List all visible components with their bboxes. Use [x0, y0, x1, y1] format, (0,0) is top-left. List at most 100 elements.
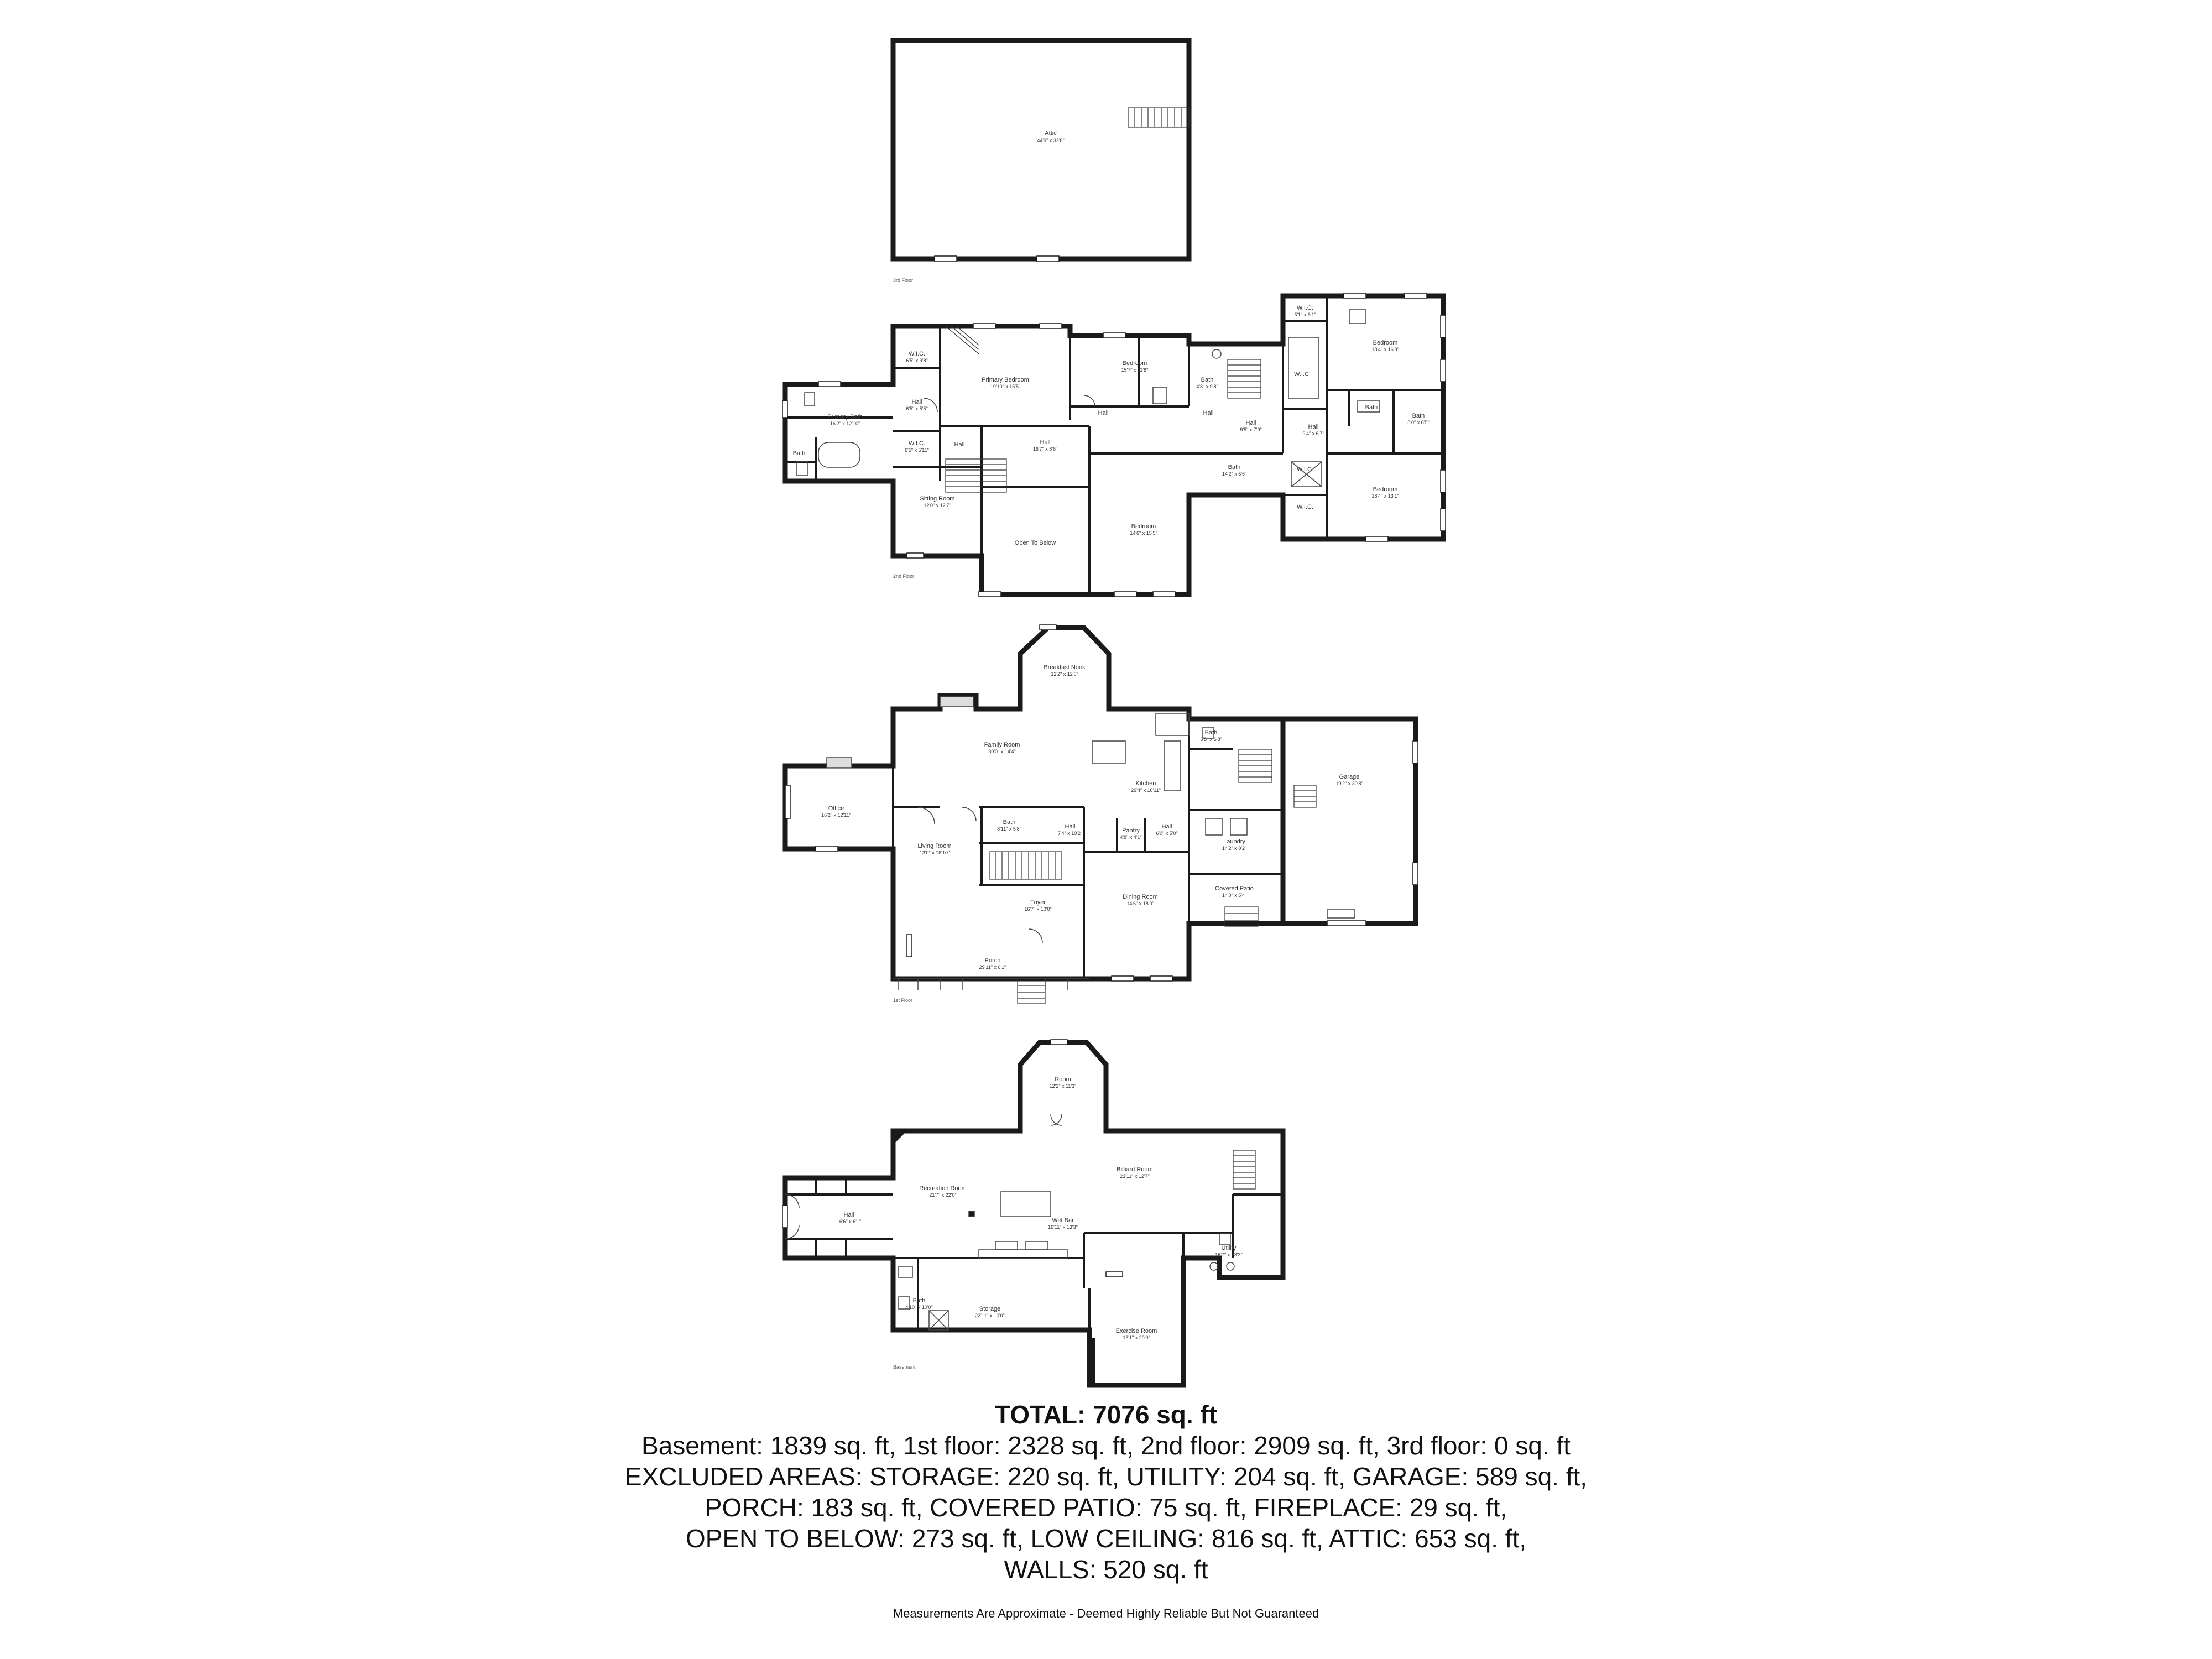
- room-name-porch: Porch: [985, 957, 1001, 964]
- room-name-attic: Attic: [1045, 130, 1057, 137]
- room-dim-hall-1: 7'4" x 10'2": [1058, 831, 1082, 836]
- room-name-hall-2: Hall: [954, 441, 965, 448]
- room-name-foyer: Foyer: [1030, 899, 1046, 906]
- floor-label-3rd: 3rd Floor: [893, 278, 913, 283]
- room-dim-bath-1: 6'8" x 6'8": [1200, 737, 1222, 742]
- room-name-hall-7: Hall: [1308, 424, 1319, 430]
- room-name-wic-1: W.I.C.: [909, 351, 925, 357]
- room-dim-bath-4: 8'0" x 8'5": [1407, 420, 1429, 425]
- room-name-living-room: Living Room: [917, 843, 951, 849]
- room-name-breakfast-nook: Breakfast Nook: [1044, 664, 1086, 671]
- room-name-storage: Storage: [979, 1306, 1001, 1312]
- area-summary: TOTAL: 7076 sq. ft Basement: 1839 sq. ft…: [0, 1399, 2212, 1585]
- room-dim-porch: 29'11" x 6'1": [979, 964, 1006, 970]
- room-name-hall-1: Hall: [912, 399, 922, 405]
- room-dim-office: 16'2" x 12'11": [821, 812, 851, 818]
- room-dim-pantry: 4'8" x 4'1": [1120, 834, 1141, 840]
- room-dim-hall: 16'6" x 6'1": [837, 1219, 861, 1224]
- total-area: TOTAL: 7076 sq. ft: [994, 1400, 1218, 1429]
- room-dim-bedroom-4: 18'4" x 13'1": [1371, 493, 1399, 499]
- room-name-pantry: Pantry: [1122, 827, 1140, 834]
- room-name-wic-2: W.I.C.: [909, 440, 925, 447]
- disclaimer: Measurements Are Approximate - Deemed Hi…: [893, 1606, 1319, 1620]
- floor-label-basement: Basement: [893, 1364, 916, 1370]
- room-dim-dining-room: 14'6" x 18'0": [1126, 901, 1154, 906]
- room-name-bath-1: Bath: [1205, 729, 1218, 736]
- room-name-open-to-below: Open To Below: [1015, 540, 1056, 546]
- room-name-bedroom-3: Bedroom: [1373, 340, 1398, 346]
- excluded-areas-3: OPEN TO BELOW: 273 sq. ft, LOW CEILING: …: [685, 1524, 1527, 1553]
- room-name-bath: Bath: [913, 1297, 926, 1304]
- room-name-bedroom-2: Bedroom: [1131, 523, 1156, 530]
- room-name-wic-6: W.I.C.: [1297, 504, 1313, 510]
- second-floor-stairs: [945, 326, 1261, 493]
- basement-floor: Room 12'2" x 11'3" Recreation Room 21'7"…: [782, 1039, 1286, 1388]
- room-name-bath-4: Bath: [1412, 413, 1425, 419]
- room-dim-garage: 19'2" x 30'8": [1335, 781, 1363, 786]
- attic-floor: Attic 44'9" x 32'8" 3rd Floor: [890, 38, 1192, 283]
- room-name-primary-bedroom: Primary Bedroom: [982, 377, 1029, 383]
- room-dim-family-room: 30'0" x 14'4": [988, 749, 1015, 754]
- room-name-wic-3: W.I.C.: [1297, 305, 1313, 311]
- basement-stairs: [1233, 1150, 1256, 1190]
- room-name-laundry: Laundry: [1223, 838, 1245, 845]
- room-name-garage: Garage: [1339, 774, 1360, 780]
- room-name-family-room: Family Room: [984, 742, 1020, 748]
- room-name-bedroom-4: Bedroom: [1373, 486, 1398, 493]
- room-name-hall-6: Hall: [1246, 420, 1256, 426]
- room-dim-bedroom-3: 18'4" x 16'8": [1371, 347, 1399, 352]
- room-dim-wic-3: 5'1" x 6'1": [1294, 312, 1316, 317]
- room-name-bath-small: Bath: [793, 450, 806, 457]
- excluded-areas-1: EXCLUDED AREAS: STORAGE: 220 sq. ft, UTI…: [624, 1462, 1588, 1491]
- room-name-kitchen: Kitchen: [1136, 780, 1156, 787]
- room-dim-bedroom-1: 15'7" x 11'8": [1121, 367, 1149, 373]
- room-dim-sitting-room: 12'0" x 12'7": [924, 503, 951, 508]
- porch-rail: [893, 978, 1089, 990]
- attic-stairs: [1128, 107, 1190, 128]
- floor-label-2nd: 2nd Floor: [893, 573, 914, 579]
- room-dim-hall-3: 16'7" x 8'6": [1033, 446, 1057, 452]
- room-dim-foyer: 16'7" x 10'0": [1024, 906, 1051, 912]
- room-name-primary-bath: Primary Bath: [827, 414, 863, 420]
- room-name-hall-3: Hall: [1040, 439, 1051, 446]
- room-name-wet-bar: Wet Bar: [1052, 1217, 1074, 1224]
- room-dim-hall-2: 6'0" x 5'0": [1156, 831, 1177, 836]
- room-name-room: Room: [1055, 1076, 1071, 1083]
- room-name-exercise-room: Exercise Room: [1116, 1328, 1157, 1334]
- room-name-sitting-room: Sitting Room: [920, 495, 955, 502]
- excluded-areas-4: WALLS: 520 sq. ft: [1004, 1555, 1208, 1584]
- room-dim-primary-bath: 16'2" x 12'10": [830, 421, 860, 426]
- room-name-recreation-room: Recreation Room: [919, 1185, 967, 1192]
- floor-label-1st: 1st Floor: [893, 998, 912, 1003]
- room-dim-wet-bar: 16'11" x 13'3": [1048, 1224, 1078, 1230]
- room-dim-billiard-room: 23'11" x 12'7": [1120, 1173, 1150, 1179]
- room-name-hall-2: Hall: [1162, 823, 1172, 830]
- room-name-hall-1: Hall: [1065, 823, 1076, 830]
- room-name-office: Office: [828, 805, 844, 812]
- room-name-utility: Utility: [1222, 1245, 1237, 1251]
- room-dim-exercise-room: 13'1" x 20'0": [1123, 1335, 1150, 1340]
- second-floor: Primary Bath 16'2" x 12'10" Bath W.I.C. …: [782, 293, 1446, 597]
- floor-areas: Basement: 1839 sq. ft, 1st floor: 2328 s…: [641, 1431, 1571, 1460]
- room-dim-storage: 22'11" x 10'0": [975, 1313, 1005, 1318]
- second-floor-fixtures: [796, 309, 1380, 487]
- room-name-wic-4: W.I.C.: [1294, 371, 1311, 378]
- room-dim-bedroom-2: 14'6" x 15'5": [1130, 530, 1157, 536]
- floor-plan: Attic 44'9" x 32'8" 3rd Floor: [782, 38, 1446, 1388]
- room-dim-living-room: 13'0" x 18'10": [920, 850, 950, 855]
- room-dim-wic-1: 6'5" x 9'8": [906, 358, 927, 363]
- room-name-bath-2: Bath: [1228, 464, 1241, 471]
- room-name-hall: Hall: [844, 1212, 854, 1218]
- room-dim-hall-6: 9'5" x 7'9": [1240, 427, 1261, 432]
- room-dim-room: 12'2" x 11'3": [1050, 1083, 1077, 1089]
- room-dim-attic: 44'9" x 32'8": [1037, 138, 1064, 143]
- room-name-billiard-room: Billiard Room: [1117, 1166, 1152, 1173]
- room-dim-wic-2: 6'5" x 5'11": [905, 447, 929, 453]
- room-dim-hall-1: 6'5" x 5'5": [906, 406, 927, 411]
- basement-fixtures: [785, 1114, 1235, 1331]
- room-dim-hall-7: 9'4" x 6'7": [1302, 431, 1324, 436]
- room-dim-covered-patio: 14'0" x 5'4": [1222, 893, 1246, 898]
- room-dim-bath-1: 4'8" x 9'8": [1196, 384, 1218, 389]
- room-name-wic-5: W.I.C.: [1297, 466, 1313, 473]
- first-floor: Breakfast Nook 12'2" x 12'0" Family Room…: [782, 624, 1418, 1004]
